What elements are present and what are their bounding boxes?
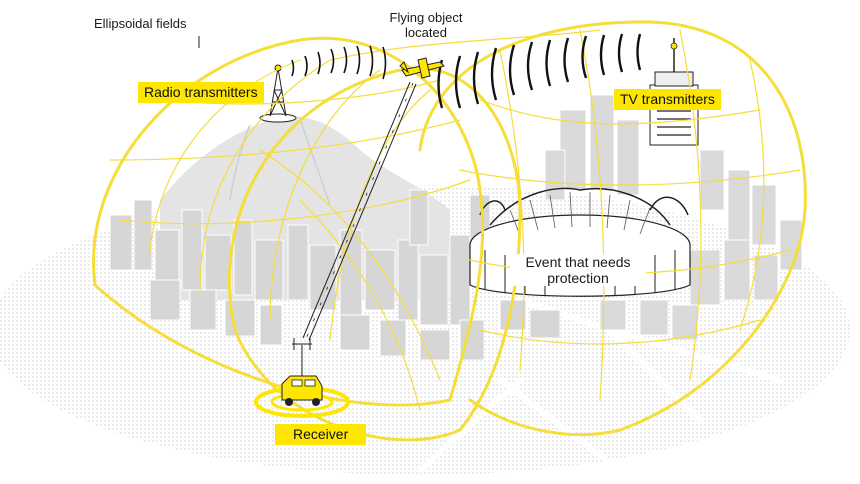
flying-object-plane [399, 57, 445, 79]
tv-transmitters-tag: TV transmitters [614, 89, 721, 110]
city-buildings [109, 189, 561, 361]
flying-object-label: Flying object located [378, 10, 474, 40]
ellipsoidal-fields-label: Ellipsoidal fields [94, 16, 187, 31]
radio-transmitter-tower [259, 64, 297, 123]
reflected-signal-line [302, 81, 417, 341]
receiver-vehicle [254, 375, 350, 418]
event-label-line1: Event that needs [525, 254, 631, 270]
radio-transmitters-tag: Radio transmitters [138, 82, 264, 103]
flying-object-label-line2: located [405, 25, 447, 40]
event-label: Event that needs protection [510, 254, 646, 286]
receiver-antenna [292, 338, 312, 385]
event-label-line2: protection [547, 270, 609, 286]
receiver-tag: Receiver [275, 424, 367, 445]
radio-signal-waves [291, 45, 387, 80]
tv-signal-waves [437, 33, 642, 109]
flying-object-label-line1: Flying object [389, 10, 463, 25]
